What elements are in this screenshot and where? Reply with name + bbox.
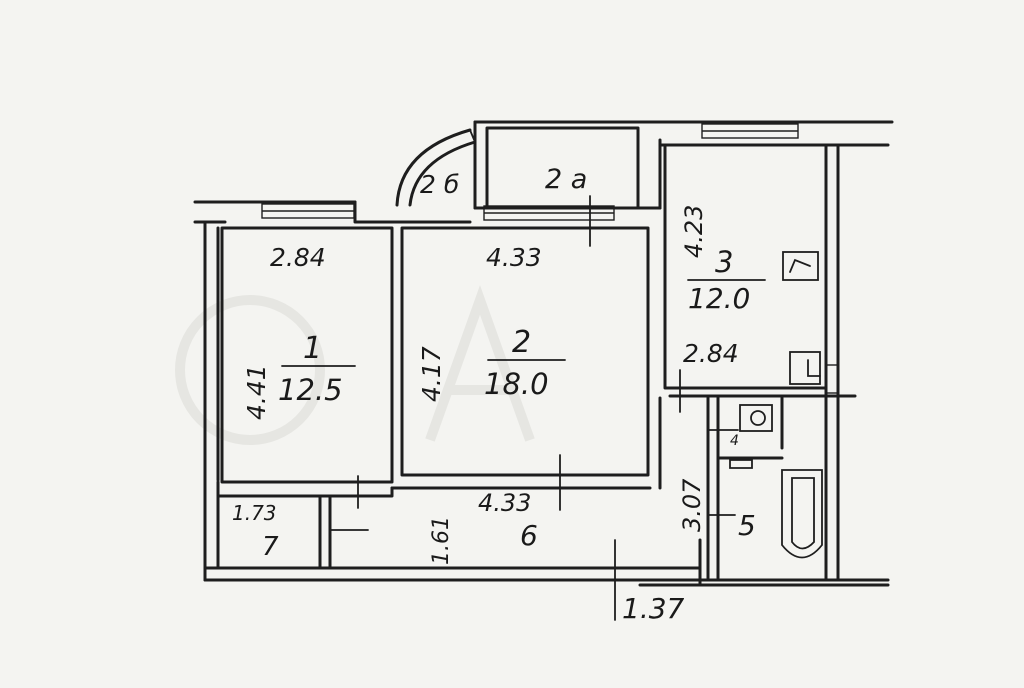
windows (261, 123, 839, 394)
toilet-icon (729, 459, 753, 469)
room-2b-label: 2 б (420, 170, 459, 199)
room-3-area: 12.0 (688, 282, 750, 315)
room-2-walls (400, 226, 650, 477)
room-6-length: 4.33 (478, 489, 531, 517)
internal-walls (216, 195, 784, 621)
room-6-number: 6 (520, 519, 538, 552)
room-1-walls (220, 226, 394, 484)
room-2-length: 4.17 (417, 346, 446, 402)
room-3-number: 3 (715, 245, 733, 279)
room-1-width: 2.84 (270, 243, 326, 272)
room-2-area: 18.0 (484, 367, 549, 401)
extra-dimension: 1.37 (622, 592, 685, 625)
room-5-length: 3.07 (678, 478, 706, 532)
outer-walls (193, 120, 894, 587)
room-4-number: 4 (730, 433, 739, 449)
balcony-2b (395, 128, 477, 207)
washbasin-icon (739, 404, 773, 432)
room-6-width: 1.61 (429, 516, 454, 565)
room-3-width: 2.84 (683, 339, 739, 368)
room-3-length: 4.23 (680, 205, 708, 258)
room-5-number: 5 (738, 509, 756, 542)
sink-icon (789, 351, 821, 385)
stove-icon (782, 251, 819, 281)
room-2-width: 4.33 (486, 243, 542, 272)
labels: 2.84 1 12.5 4.41 4.33 2 18.0 4.17 2 a 2 … (232, 164, 766, 625)
room-2-number: 2 (512, 325, 531, 360)
room-7-number: 7 (262, 532, 279, 562)
room-1-number: 1 (303, 331, 322, 366)
room-1-length: 4.41 (242, 364, 271, 420)
room-1-area: 12.5 (278, 373, 343, 407)
watermark (175, 285, 535, 445)
room-3-walls (663, 143, 857, 398)
bathtub-icon (781, 469, 823, 559)
fixtures (729, 251, 823, 559)
room-2a-label: 2 a (545, 164, 587, 195)
room-7-width: 1.73 (232, 501, 277, 525)
